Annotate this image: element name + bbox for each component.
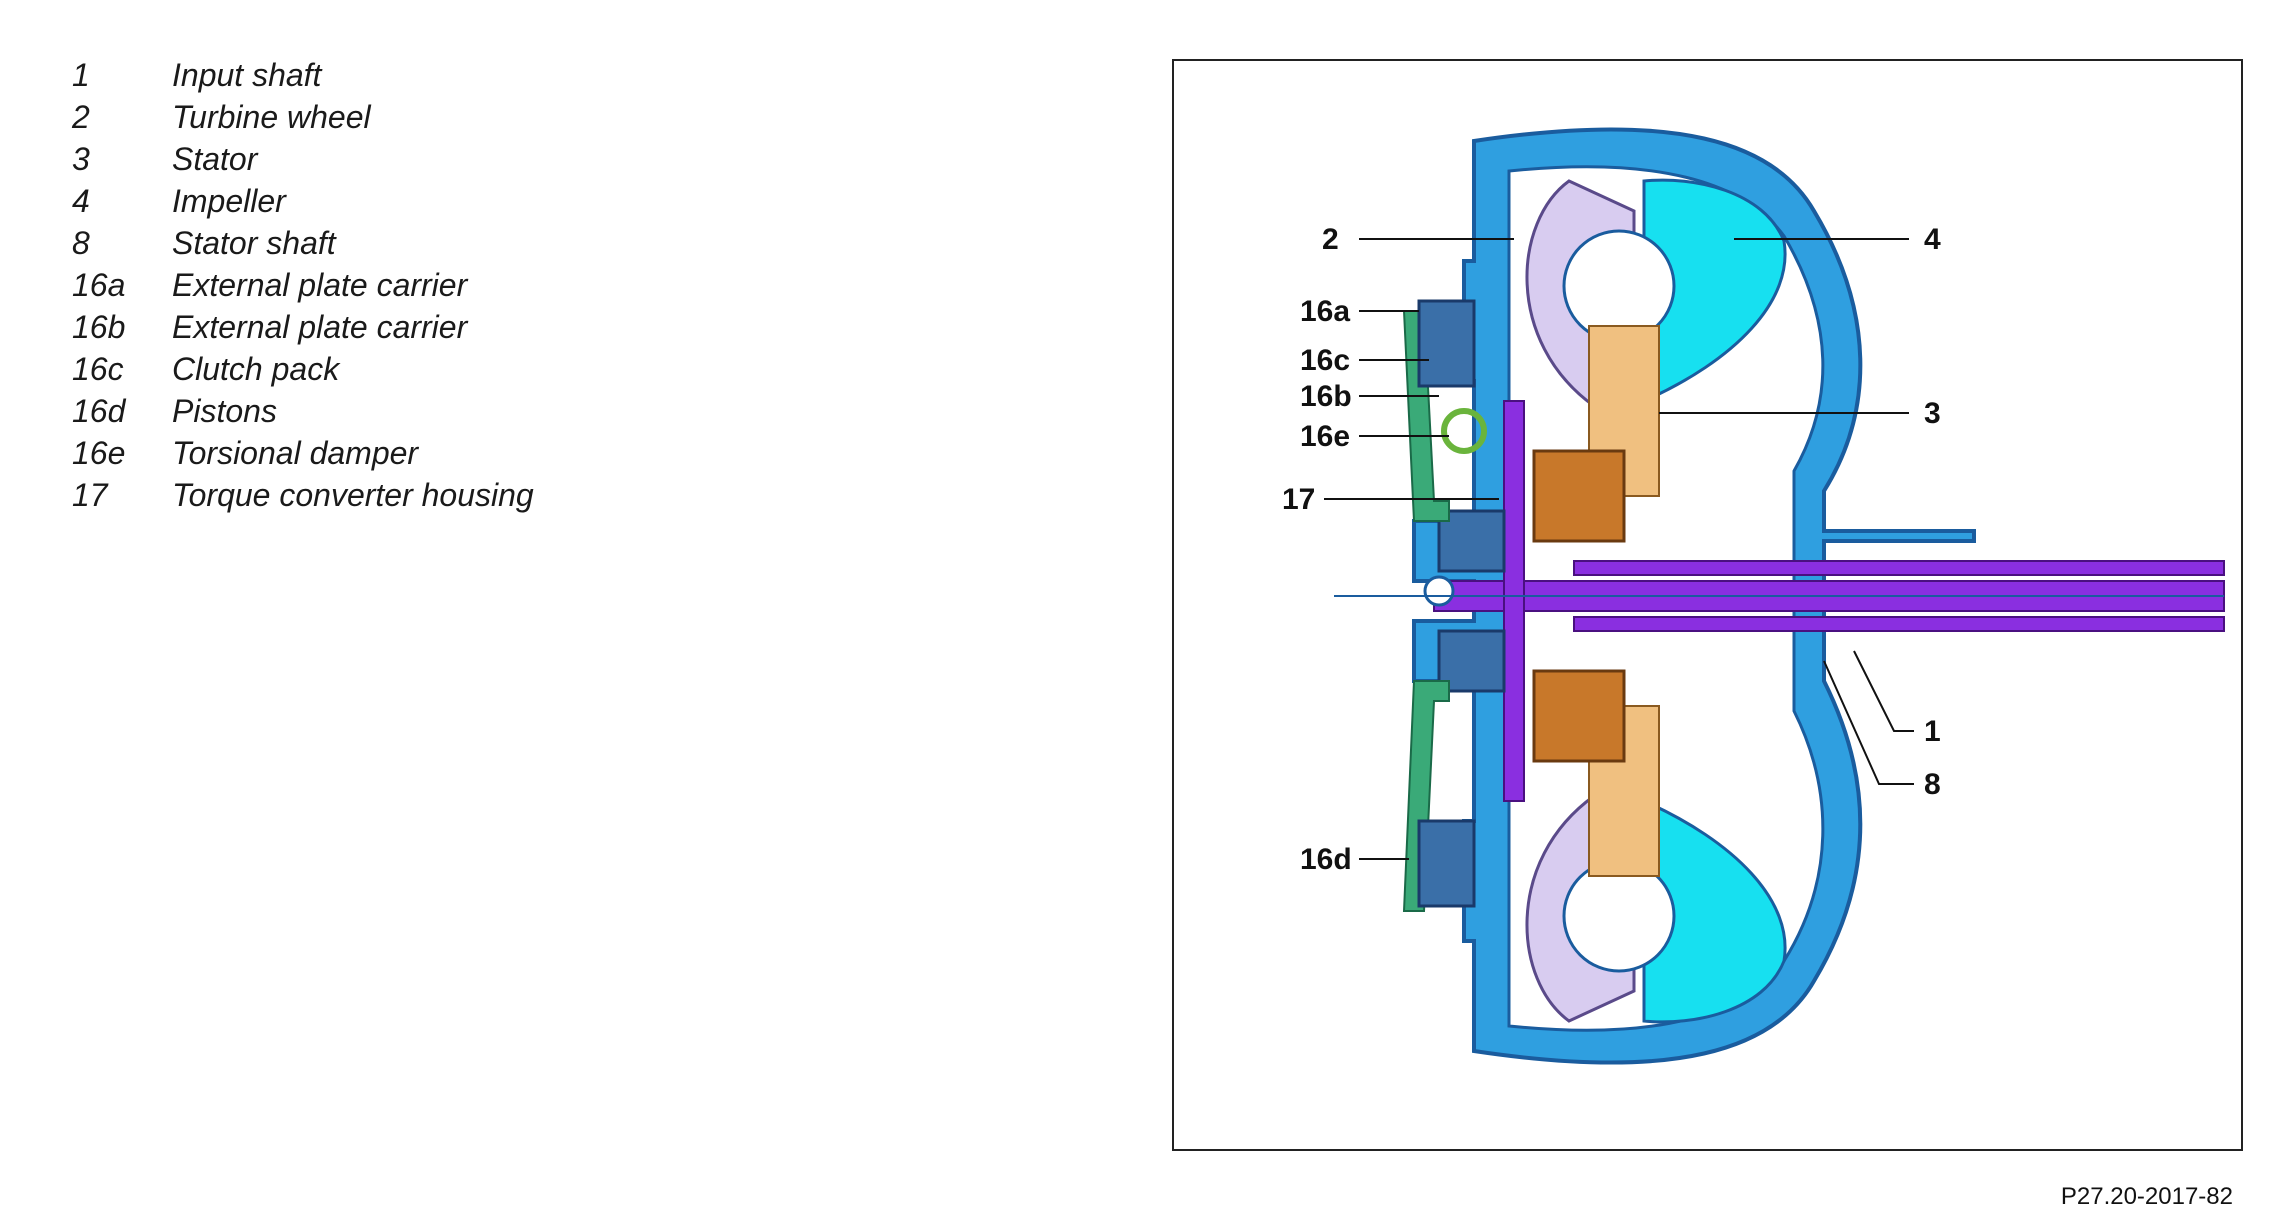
clutch-pack-bottom — [1417, 819, 1476, 908]
legend-row-3: 3 Stator — [72, 138, 972, 180]
callout-3: 3 — [1924, 397, 1941, 430]
callout-16d: 16d — [1300, 843, 1352, 876]
legend-number: 3 — [72, 140, 90, 177]
legend-description: Torque converter housing — [172, 476, 534, 513]
legend-row-16b: 16b External plate carrier — [72, 306, 972, 348]
callout-2: 2 — [1322, 223, 1339, 256]
torsional-damper — [1441, 408, 1487, 454]
impeller-top — [1642, 178, 1787, 404]
callout-4: 4 — [1924, 223, 1941, 256]
legend-number: 16e — [72, 434, 126, 471]
legend-number: 4 — [72, 182, 90, 219]
legend-row-8: 8 Stator shaft — [72, 222, 972, 264]
turbine-hub-plate — [1503, 400, 1525, 802]
legend-row-1: 1 Input shaft — [72, 54, 972, 96]
torque-converter-diagram: 2 4 16a 16c 16b 16e 3 17 1 8 16d — [1282, 127, 2225, 1065]
legend-description: External plate carrier — [172, 266, 468, 303]
callout-8: 8 — [1924, 768, 1941, 801]
torus-hole-bottom — [1562, 859, 1676, 973]
legend-description: Impeller — [172, 182, 286, 219]
legend-description: Clutch pack — [172, 350, 340, 387]
callout-16e: 16e — [1300, 420, 1350, 453]
legend-description: Stator shaft — [172, 224, 336, 261]
legend-description: Turbine wheel — [172, 98, 371, 135]
legend-row-16d: 16d Pistons — [72, 390, 972, 432]
callout-16a: 16a — [1300, 295, 1350, 328]
legend-row-17: 17 Torque converter housing — [72, 474, 972, 516]
legend-number: 8 — [72, 224, 90, 261]
legend-description: Stator — [172, 140, 258, 177]
leader-1 — [1853, 650, 1914, 732]
legend-description: Pistons — [172, 392, 277, 429]
legend-number: 1 — [72, 56, 90, 93]
legend-number: 16b — [72, 308, 126, 345]
torque-converter-figure: 2 4 16a 16c 16b 16e 3 17 1 8 16d — [1172, 59, 2243, 1151]
legend-number: 16d — [72, 392, 126, 429]
figure-reference: P27.20-2017-82 — [2060, 1183, 2233, 1210]
stator-hub-bottom — [1532, 669, 1626, 763]
legend-row-2: 2 Turbine wheel — [72, 96, 972, 138]
legend-description: Input shaft — [172, 56, 322, 93]
legend: 1 Input shaft 2 Turbine wheel 3 Stator 4 Imp… — [72, 54, 972, 516]
stator-shaft-bottom — [1573, 616, 2225, 632]
plate-carrier-bottom — [1402, 680, 1450, 912]
callout-16b: 16b — [1300, 380, 1352, 413]
torus-hole-top — [1562, 229, 1676, 343]
legend-number: 17 — [72, 476, 108, 513]
legend-row-16a: 16a External plate carrier — [72, 264, 972, 306]
legend-row-4: 4 Impeller — [72, 180, 972, 222]
legend-row-16e: 16e Torsional damper — [72, 432, 972, 474]
legend-description: External plate carrier — [172, 308, 468, 345]
clutch-pack-top — [1417, 299, 1476, 388]
legend-number: 2 — [72, 98, 90, 135]
callout-17: 17 — [1282, 483, 1315, 516]
callout-16c: 16c — [1300, 344, 1350, 377]
stator-hub-top — [1532, 449, 1626, 543]
legend-number: 16c — [72, 350, 124, 387]
leader-8 — [1823, 660, 1914, 785]
impeller-bottom — [1642, 798, 1787, 1024]
stator-shaft-top — [1573, 560, 2225, 576]
legend-description: Torsional damper — [172, 434, 419, 471]
legend-number: 16a — [72, 266, 126, 303]
center-hub — [1423, 575, 1455, 607]
legend-row-16c: 16c Clutch pack — [72, 348, 972, 390]
callout-1: 1 — [1924, 715, 1941, 748]
